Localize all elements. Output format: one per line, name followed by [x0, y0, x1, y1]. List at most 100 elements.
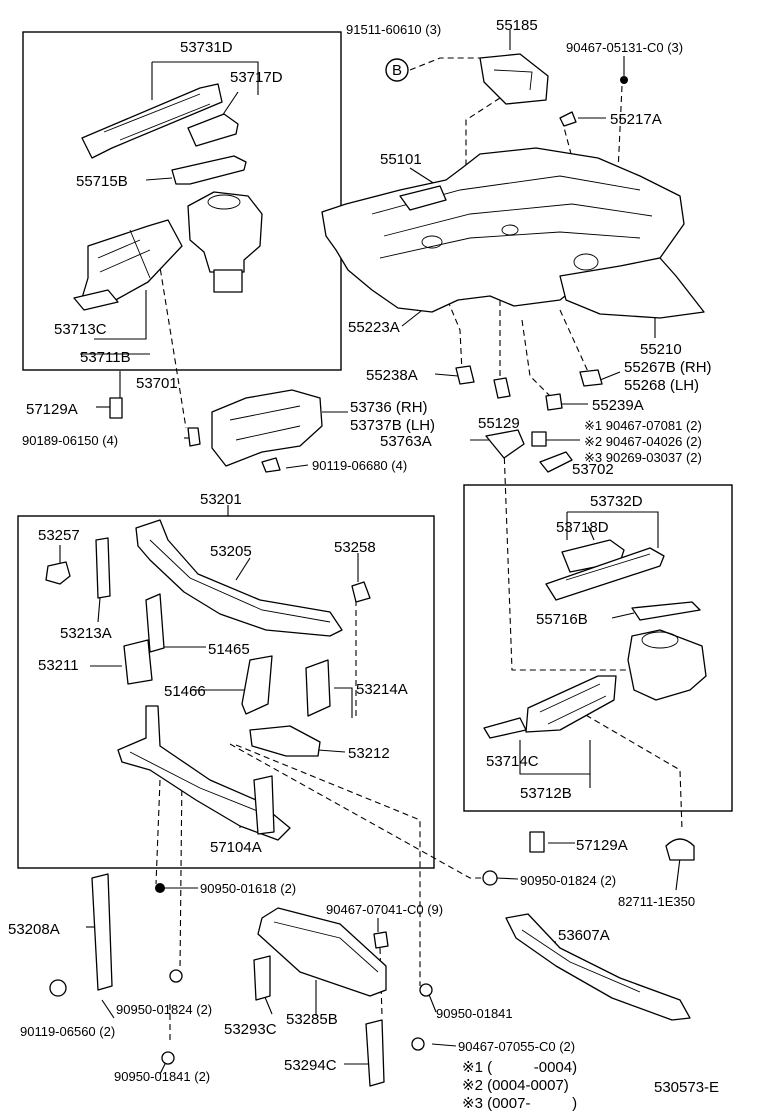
part-label-53258: 53258 — [334, 539, 376, 556]
part-53258 — [351, 581, 371, 603]
part-label-90950-01824-b: 90950-01824 (2) — [116, 1002, 212, 1017]
part-53205 — [135, 519, 343, 637]
part-suspension-tower-rear — [627, 629, 707, 701]
part-label-53701: 53701 — [136, 375, 178, 392]
part-label-90119-06680: 90119-06680 (4) — [312, 458, 407, 473]
part-55715B — [171, 155, 247, 185]
part-label-55716b: 55716B — [536, 611, 588, 628]
part-label-55223a: 55223A — [348, 319, 400, 336]
part-label-55217a: 55217A — [610, 111, 662, 128]
part-label-57129a-l: 57129A — [26, 401, 78, 418]
part-53208A — [91, 873, 113, 991]
part-53293C — [253, 955, 271, 1001]
part-label-90119-06560: 90119-06560 (2) — [20, 1024, 115, 1039]
part-label-53205: 53205 — [210, 543, 252, 560]
part-57129A-right — [529, 831, 545, 853]
part-label-57129a-r: 57129A — [576, 837, 628, 854]
part-label-53214a: 53214A — [356, 681, 408, 698]
note-line: ※1 ( -0004) — [462, 1059, 577, 1076]
part-label-55129: 55129 — [478, 415, 520, 432]
part-label-51465: 51465 — [208, 641, 250, 658]
part-53213A — [95, 537, 111, 599]
part-label-53732d: 53732D — [590, 493, 643, 510]
part-label-91511: 91511-60610 (3) — [346, 22, 441, 37]
part-53736 — [211, 389, 323, 467]
part-label-53293c: 53293C — [224, 1021, 277, 1038]
part-53211 — [123, 639, 153, 685]
part-label-90467-05131: 90467-05131-C0 (3) — [566, 40, 683, 55]
part-suspension-tower-front — [187, 191, 263, 273]
figure-code: 530573-E — [654, 1079, 719, 1096]
part-53713C — [81, 219, 183, 303]
part-53731D — [81, 83, 223, 159]
note-line: ※3 (0007- ) — [462, 1095, 577, 1112]
part-label-n2: ※2 90467-04026 (2) — [584, 434, 702, 449]
part-label-53737b: 53737B (LH) — [350, 417, 435, 434]
part-label-90467-07041: 90467-07041-C0 (9) — [326, 902, 443, 917]
part-label-90950-01841-a: 90950-01841 — [436, 1006, 513, 1021]
callout-b: B — [385, 58, 409, 82]
part-label-53714c: 53714C — [486, 753, 539, 770]
part-label-90189: 90189-06150 (4) — [22, 433, 118, 448]
part-label-53711b: 53711B — [80, 349, 131, 366]
part-label-53285b: 53285B — [286, 1011, 338, 1028]
part-label-53763a: 53763A — [380, 433, 432, 450]
part-label-51466: 51466 — [164, 683, 206, 700]
part-label-55238a: 55238A — [366, 367, 418, 384]
part-53285B — [257, 907, 387, 997]
part-label-53731d: 53731D — [180, 39, 233, 56]
part-57129A-left — [109, 397, 123, 419]
part-label-53213a: 53213A — [60, 625, 112, 642]
part-label-53717d: 53717D — [230, 69, 283, 86]
part-label-82711: 82711-1E350 — [618, 894, 695, 909]
part-label-55101: 55101 — [380, 151, 422, 168]
callout-letter: B — [392, 62, 402, 79]
part-label-53212: 53212 — [348, 745, 390, 762]
part-label-53208a: 53208A — [8, 921, 60, 938]
part-label-55268: 55268 (LH) — [624, 377, 699, 394]
part-label-n1: ※1 90467-07081 (2) — [584, 418, 702, 433]
part-label-53201: 53201 — [200, 491, 242, 508]
part-53763A — [485, 429, 525, 459]
part-label-53607a: 53607A — [558, 927, 610, 944]
frame-53702 — [463, 484, 733, 812]
part-53714C — [525, 675, 617, 733]
part-55238A — [455, 365, 475, 385]
part-55185 — [479, 53, 549, 105]
part-label-53211: 53211 — [38, 657, 79, 674]
part-label-53294c: 53294C — [284, 1057, 337, 1074]
part-label-55239a: 55239A — [592, 397, 644, 414]
part-label-90467-07055: 90467-07055-C0 (2) — [458, 1039, 575, 1054]
part-label-57104a: 57104A — [210, 839, 262, 856]
part-label-53713c: 53713C — [54, 321, 107, 338]
part-53214A — [305, 659, 331, 717]
part-shapes — [45, 53, 707, 1087]
frame-53201 — [17, 515, 435, 869]
part-53732D — [545, 547, 665, 601]
part-51466 — [241, 655, 273, 715]
part-label-53257: 53257 — [38, 527, 80, 544]
part-number-labels: 91511-60610 (3) 55185 90467-05131-C0 (3) 53… — [8, 17, 712, 1084]
part-label-90950-01841-b: 90950-01841 (2) — [114, 1069, 210, 1084]
part-53294C — [365, 1019, 385, 1087]
part-label-53718d: 53718D — [556, 519, 609, 536]
part-82711 — [665, 838, 695, 861]
part-label-55210: 55210 — [640, 341, 682, 358]
part-53607A — [505, 913, 691, 1021]
part-53717D — [187, 113, 239, 147]
part-label-90950-01618: 90950-01618 (2) — [200, 881, 296, 896]
part-55210 — [559, 257, 705, 319]
part-label-n3: ※3 90269-03037 (2) — [584, 450, 702, 465]
part-53212 — [249, 725, 321, 757]
part-label-55185: 55185 — [496, 17, 538, 34]
part-label-53712b: 53712B — [520, 785, 572, 802]
part-label-53702: 53702 — [572, 461, 614, 478]
part-label-55715b: 55715B — [76, 173, 128, 190]
part-55716B — [631, 601, 701, 621]
note-legend: ※1 ( -0004)※2 (0004-0007)※3 (0007- ) — [462, 1059, 577, 1112]
part-53257 — [45, 561, 71, 585]
part-label-53736: 53736 (RH) — [350, 399, 428, 416]
part-label-90950-01824-a: 90950-01824 (2) — [520, 873, 616, 888]
